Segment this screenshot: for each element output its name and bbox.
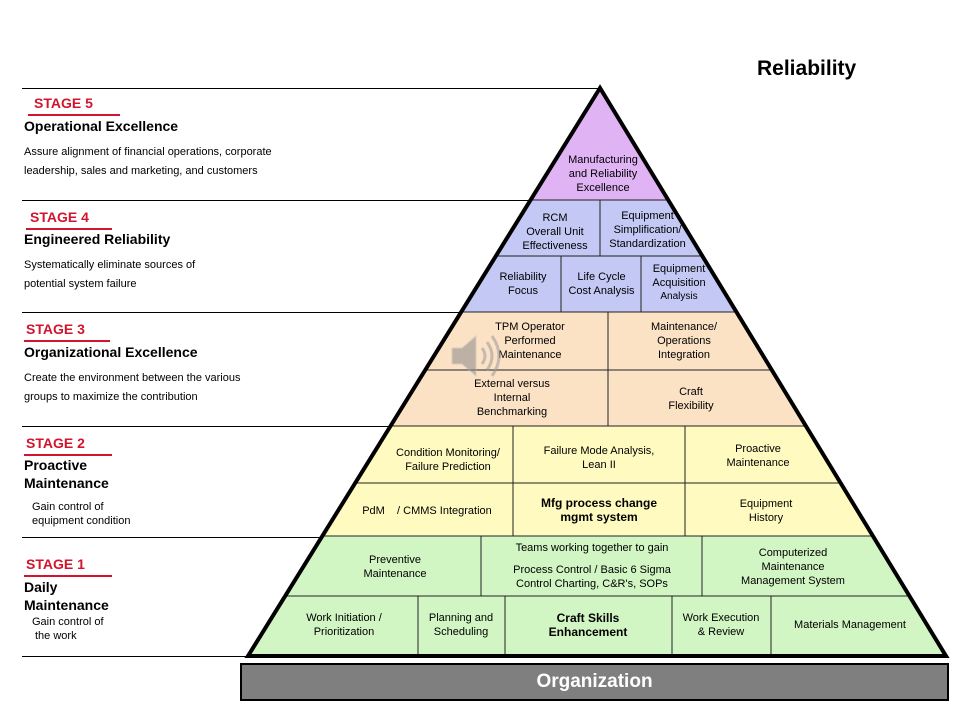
cell-preventive-maintenance: Preventive Maintenance (363, 554, 427, 580)
cell-computerized-maintenance: Computerized Maintenance Management Syst… (741, 547, 845, 587)
stage-label: STAGE 5 (34, 95, 93, 111)
cell-equipment-acquisition: Equipment Acquisition Analysis (642, 258, 716, 308)
stage-name: Operational Excellence (24, 118, 179, 134)
stage-underline (24, 340, 110, 342)
stage-description: Gain control of equipment condition (32, 500, 130, 528)
stage-description: Systematically eliminate sources of pote… (24, 256, 195, 294)
stage-description-line: Create the environment between the vario… (24, 372, 241, 384)
stage-description-line: Assure alignment of financial operations… (24, 146, 272, 158)
stage-description-line: Systematically eliminate sources of (24, 259, 196, 271)
speaker-icon[interactable] (448, 330, 508, 382)
cell-teams-working: Teams working together to gain (515, 542, 669, 554)
cell-reliability-focus: Reliability Focus (499, 271, 547, 297)
cell-manufacturing-reliability-excellence: Manufacturing and Reliability Excellence (568, 154, 638, 194)
stage-divider-1 (22, 537, 342, 538)
cell-craft-skills: Craft Skills Enhancement (548, 611, 628, 639)
stage-name: Organizational Excellence (24, 344, 198, 360)
cell-work-initiation: Work Initiation / Prioritization (306, 612, 382, 638)
stage-description: Gain control of the work (32, 615, 104, 643)
stage-divider-4 (22, 200, 542, 201)
stage-name-line: Daily (24, 579, 58, 595)
stage-description-line: leadership, sales and marketing, and cus… (24, 165, 258, 177)
organization-bar: Organization (240, 663, 949, 701)
stage-label: STAGE 4 (30, 209, 89, 225)
stage-underline (24, 575, 112, 577)
stage-divider-0 (22, 656, 262, 657)
cell-tpm-operator: TPM Operator Performed Maintenance (495, 321, 565, 361)
cell-failure-mode-analysis: Failure Mode Analysis, Lean II (543, 445, 655, 471)
stage-name: Engineered Reliability (24, 231, 171, 247)
stage-name-line: Maintenance (24, 597, 109, 613)
stage-name: Proactive Maintenance (24, 456, 109, 492)
cell-text: Equipment Acquisition (652, 263, 706, 289)
stage-underline (26, 228, 112, 230)
cell-craft-flexibility: Craft Flexibility (668, 386, 714, 412)
stage-label: STAGE 3 (26, 321, 85, 337)
cell-equipment-simplification: Equipment Simplification/ Standardizatio… (609, 210, 686, 250)
stage-divider-3 (22, 312, 482, 313)
cell-text-small: Analysis (660, 291, 698, 302)
cell-planning-scheduling: Planning and Scheduling (428, 612, 494, 638)
stage-underline (28, 114, 120, 116)
stage-description: Assure alignment of financial operations… (24, 143, 272, 181)
stage-label: STAGE 1 (26, 556, 85, 572)
cell-rcm: RCM Overall Unit Effectiveness (522, 212, 588, 252)
cell-proactive-maintenance: Proactive Maintenance (726, 443, 790, 469)
stage-description-line: equipment condition (32, 515, 131, 527)
cell-benchmarking: External versus Internal Benchmarking (474, 378, 550, 418)
stage-description-line: Gain control of (32, 501, 104, 513)
cell-work-execution: Work Execution & Review (682, 612, 760, 638)
stage-description-line: groups to maximize the contribution (24, 391, 198, 403)
cell-pdm-cmms: PdM / CMMS Integration (362, 505, 492, 517)
cell-condition-monitoring: Condition Monitoring/ Failure Prediction (396, 447, 500, 473)
stage-label: STAGE 2 (26, 435, 85, 451)
stage-underline (24, 454, 112, 456)
cell-life-cycle-cost: Life Cycle Cost Analysis (568, 271, 635, 297)
cell-materials-management: Materials Management (794, 619, 906, 631)
level-5-band (248, 88, 946, 200)
stage-description-line: Gain control of (32, 616, 104, 628)
pyramid-outline (244, 84, 950, 658)
page-title: Reliability (757, 57, 857, 80)
stage-divider-5 (22, 88, 600, 89)
stage-description: Create the environment between the vario… (24, 369, 240, 407)
stage-description-line: the work (35, 630, 77, 642)
stage-name: Daily Maintenance (24, 578, 109, 614)
stage-name-line: Proactive (24, 457, 88, 473)
level-4-band (248, 200, 946, 312)
stage-name-line: Maintenance (24, 475, 109, 491)
stage-divider-2 (22, 426, 422, 427)
stage-description-line: potential system failure (24, 278, 137, 290)
cell-mfg-process-change: Mfg process change mgmt system (540, 496, 658, 524)
cell-process-control: Process Control / Basic 6 Sigma Control … (513, 564, 671, 590)
cell-equipment-history: Equipment History (739, 498, 793, 524)
cell-maintenance-operations: Maintenance/ Operations Integration (650, 321, 718, 361)
